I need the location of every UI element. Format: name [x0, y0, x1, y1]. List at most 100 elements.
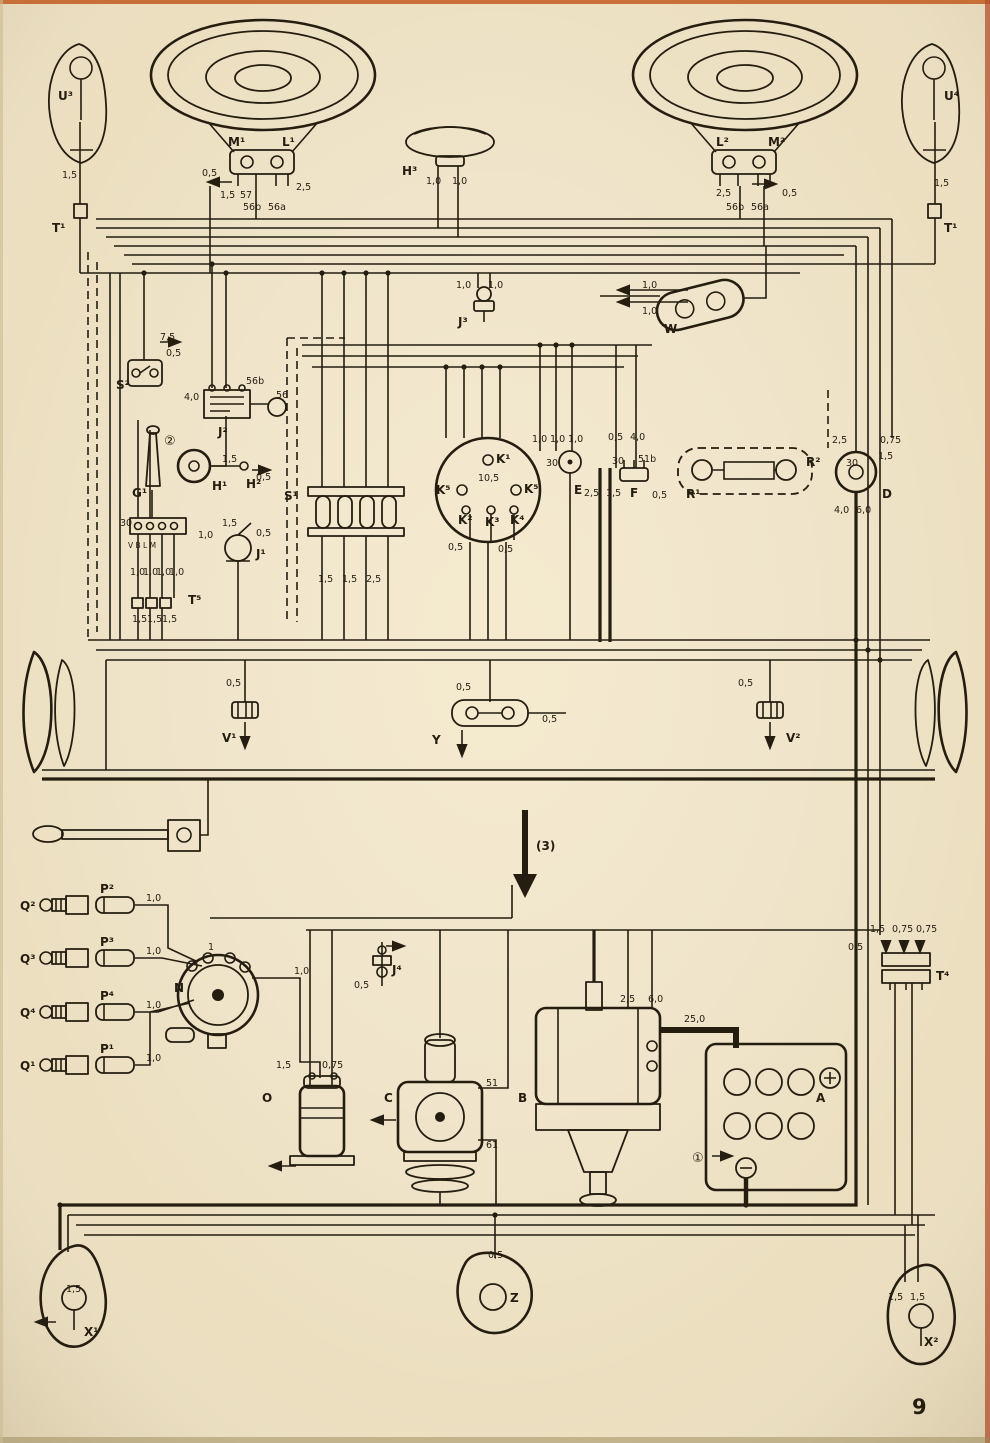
- connector-j4: [372, 942, 392, 986]
- bottom-bus-wires: [67, 983, 935, 1282]
- component-label: W: [664, 322, 677, 336]
- lever-g1: [145, 425, 161, 487]
- component-label: C: [384, 1091, 393, 1105]
- component-w: [655, 278, 745, 332]
- bulb-housing: [711, 149, 777, 175]
- wire-gauge-label: 1,5: [870, 924, 885, 935]
- wire-gauge-label: 1,5: [276, 1060, 291, 1071]
- component-label: S²: [116, 378, 130, 392]
- wire-gauge-label: 0,5: [542, 714, 557, 725]
- wire-gauge-label: 0,5: [226, 678, 241, 689]
- component-label: X¹: [84, 1325, 99, 1339]
- component-label: F: [630, 486, 638, 500]
- distributor: [165, 952, 260, 1049]
- component-label: Q²: [20, 899, 35, 913]
- switch-j1: [224, 522, 252, 562]
- component-label: A: [816, 1091, 826, 1105]
- wire-gauge-label: 1,0: [146, 946, 161, 957]
- wire-gauge-label: 0,5: [448, 542, 463, 553]
- component-label: J²: [217, 425, 228, 439]
- wire-gauge-label: 1,5: [342, 574, 357, 585]
- component-label: P³: [100, 935, 114, 949]
- wire-gauge-label: 1,5: [878, 451, 893, 462]
- component-label: J³: [457, 315, 468, 329]
- wire-gauge-label: 0,5: [782, 188, 797, 199]
- battery-cell: [787, 1112, 815, 1140]
- wire-gauge-label: 56a: [268, 202, 286, 213]
- wire-gauge-label: 2,5: [584, 488, 599, 499]
- component-label: U⁴: [944, 89, 959, 103]
- connector-t4: [881, 952, 931, 990]
- component-label: K⁴: [510, 513, 525, 527]
- main-trunk-heavy: [58, 492, 858, 1250]
- semaphore-left: [48, 43, 108, 219]
- battery-cell: [787, 1068, 815, 1096]
- component-label: K⁵: [436, 483, 451, 497]
- horn-button: [176, 448, 249, 484]
- wire-gauge-label: 0,5: [608, 432, 623, 443]
- door-contact-left: [22, 650, 76, 774]
- wire-gauge-label: 1,5: [222, 518, 237, 529]
- instrument-cluster: [434, 436, 542, 544]
- plus-terminal: [819, 1067, 841, 1089]
- component-label: U³: [58, 89, 73, 103]
- wire-gauge-label: 1,0: [156, 567, 171, 578]
- component-label: T⁵: [188, 593, 201, 607]
- lamp-k2: [461, 505, 471, 515]
- component-label: Q⁴: [20, 1006, 35, 1020]
- minus-terminal: [735, 1157, 757, 1179]
- component-label: K²: [458, 513, 473, 527]
- scan-edge-left: [0, 0, 3, 1443]
- component-c: [396, 1033, 484, 1206]
- wiper-motor-v2: [756, 701, 784, 719]
- wiper-motor-v1: [231, 701, 259, 719]
- wire-gauge-label: 0,5: [256, 472, 271, 483]
- dimmer-switch-j3: [473, 273, 495, 322]
- wire-gauge-label: 1: [208, 942, 214, 953]
- continuation-label: (3): [536, 839, 555, 853]
- component-label: R²: [806, 455, 821, 469]
- wire-gauge-label: 1,0: [452, 176, 467, 187]
- wire-gauge-label: 1,0: [143, 567, 158, 578]
- wire-gauge-labels: 1,5 1,5 0,5 1,5 57 2,5 56b 56a 2,5 0,5 5…: [62, 168, 949, 1303]
- wire-gauge-label: 2,5: [716, 188, 731, 199]
- component-label: N: [174, 981, 184, 995]
- wire-gauge-label: 1,5: [910, 1292, 925, 1303]
- component-label: J⁴: [391, 963, 402, 977]
- wire-gauge-label: 2,5: [366, 574, 381, 585]
- wire-gauge-label: 1,0: [146, 1053, 161, 1064]
- component-label: J¹: [255, 547, 266, 561]
- battery-cell: [723, 1112, 751, 1140]
- wire-gauge-label: 30: [846, 458, 858, 469]
- fuse-box-s1: [307, 486, 405, 537]
- component-label: R¹: [686, 487, 701, 501]
- dashed-frame-wires: [87, 252, 829, 640]
- connector-t1-right: [927, 203, 942, 219]
- wire-gauge-label: 1,5: [222, 454, 237, 465]
- tail-light-right: [886, 1263, 956, 1366]
- wire-gauge-label: 0,5: [256, 528, 271, 539]
- wire-gauge-label: 1,0: [198, 530, 213, 541]
- wire-gauge-label: 56: [276, 390, 288, 401]
- switch-f: [619, 460, 649, 482]
- wire-gauge-label: 61: [486, 1140, 498, 1151]
- scan-edge-bottom: [0, 1437, 990, 1443]
- component-label: S¹: [284, 489, 298, 503]
- wire-gauge-label: 1,5: [66, 1284, 81, 1295]
- wire-gauge-label: 0,5: [848, 942, 863, 953]
- ignition-coil: [289, 1072, 355, 1166]
- component-label: P⁴: [100, 989, 114, 1003]
- component-label: O: [262, 1091, 272, 1105]
- component-label: B: [518, 1091, 527, 1105]
- wire-gauge-label: 30: [546, 458, 558, 469]
- wire-gauge-label: 7,5: [160, 332, 175, 343]
- wire-gauge-label: 0,5: [652, 490, 667, 501]
- component-label: T¹: [52, 221, 65, 235]
- wire-gauge-label: 1,5: [147, 614, 162, 625]
- mid-bus-wires: [42, 639, 935, 836]
- component-label: D: [882, 487, 892, 501]
- relay-j2: [203, 384, 287, 419]
